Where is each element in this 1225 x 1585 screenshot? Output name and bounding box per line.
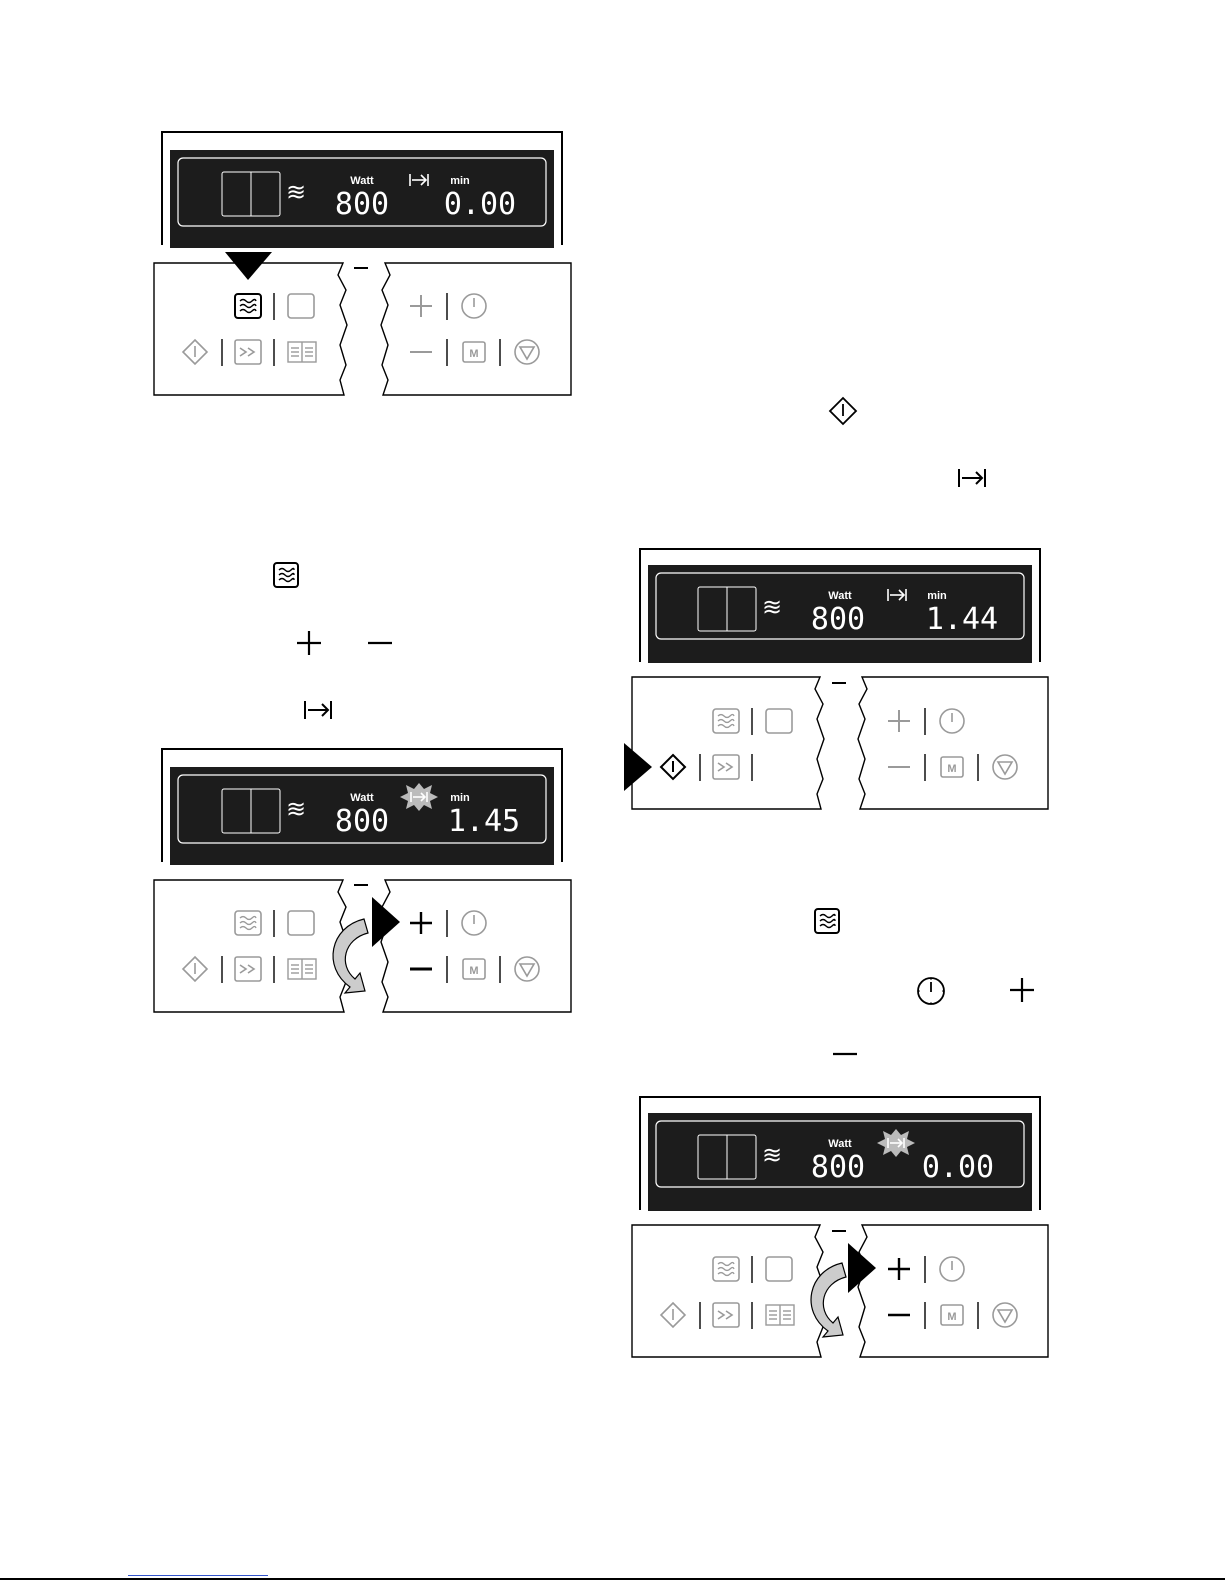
min-label: min [450,175,470,187]
button-panel-left [154,880,347,1012]
microwave-icon [813,907,843,937]
clock-icon [915,975,947,1007]
plus-icon [294,628,324,658]
page-bottom-rule [0,1578,1225,1580]
display-housing: ≋ Watt 800 min 0.00 [162,132,562,248]
svg-text:M: M [469,965,478,977]
time-readout: 1.45 [448,804,520,839]
control-panel-figure-1: ≋ Watt 800 min 0.00 M [150,130,575,400]
min-label: min [450,792,470,804]
minus-icon [831,1046,859,1062]
svg-text:M: M [469,348,478,360]
control-panel-figure-4: ≋ Watt 800 0.00 M [622,1095,1052,1365]
button-panel-left [632,1225,824,1357]
power-readout: 800 [811,602,865,637]
time-readout: 1.44 [926,602,998,637]
button-panel-right [381,263,571,395]
minus-icon [366,635,394,651]
watt-label: Watt [350,175,374,187]
min-label: min [927,590,947,602]
power-readout: 800 [811,1150,865,1185]
watt-label: Watt [828,590,852,602]
svg-text:M: M [947,1311,956,1323]
microwave-symbol: ≋ [762,1141,782,1169]
button-panel-left [632,677,824,809]
display-housing: ≋ Watt 800 min 1.44 [640,549,1040,663]
button-panel-right [381,880,571,1012]
time-readout: 0.00 [444,187,516,222]
time-readout: 0.00 [922,1150,994,1185]
microwave-symbol: ≋ [286,795,306,823]
watt-label: Watt [350,792,374,804]
timer-end-icon [956,465,988,491]
button-panel-right [858,677,1048,809]
power-readout: 800 [335,187,389,222]
control-panel-figure-2: ≋ Watt 800 min 1.45 M [150,747,575,1017]
svg-text:M: M [947,763,956,775]
timer-end-icon [302,697,334,723]
watt-label: Watt [828,1138,852,1150]
microwave-symbol: ≋ [762,593,782,621]
control-panel-figure-3: ≋ Watt 800 min 1.44 M [622,547,1052,817]
start-icon [828,396,858,426]
button-panel-right [858,1225,1048,1357]
button-panel-left [154,263,347,395]
display-housing: ≋ Watt 800 min 1.45 [162,749,562,865]
plus-icon [1007,975,1037,1005]
display-housing: ≋ Watt 800 0.00 [640,1097,1040,1211]
microwave-symbol: ≋ [286,178,306,206]
footnote-link-underline [128,1575,268,1576]
power-readout: 800 [335,804,389,839]
microwave-icon [272,561,302,591]
